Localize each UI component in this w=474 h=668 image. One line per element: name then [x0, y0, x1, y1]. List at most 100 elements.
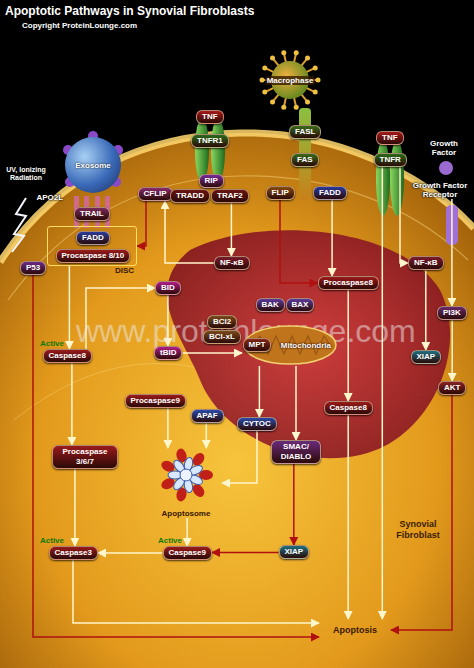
protein-pill: BAX	[286, 298, 315, 312]
protein-pill: FAS	[291, 153, 319, 167]
node-label: PI3K	[443, 308, 461, 318]
node-label: Apoptosis	[333, 625, 377, 635]
node-label: RIP	[205, 176, 218, 186]
node-label: NF-κB	[414, 258, 438, 268]
node-label: Macrophase	[265, 76, 316, 85]
tnfr1-receptor	[195, 118, 209, 182]
node-label: APO2L	[37, 193, 64, 202]
state-label: Active	[158, 536, 182, 545]
protein-pill: MPT	[243, 338, 272, 352]
node-label: Caspase8	[49, 351, 86, 361]
node-label: TNF	[202, 112, 218, 122]
node-label: Exosome	[75, 161, 111, 170]
protein-pill: TNF	[376, 131, 404, 145]
macrophage-spike-tip	[313, 65, 318, 70]
pathway-arrow	[451, 199, 453, 306]
node-label: XIAP	[285, 547, 304, 557]
macrophage-spike-tip	[262, 65, 267, 70]
protein-pill: Procaspase8	[318, 276, 379, 290]
protein-pill: Caspase3	[49, 546, 98, 560]
node-label: TRAIL	[80, 209, 104, 219]
protein-pill: FADD	[313, 186, 347, 200]
growth-factor-blob	[439, 161, 453, 175]
protein-pill: SMAC/ DIABLO	[271, 440, 321, 464]
node-label: AKT	[444, 383, 460, 393]
pathway-arrow	[167, 408, 169, 448]
pathway-arrow	[347, 415, 349, 619]
macrophage-spike-tip	[281, 50, 286, 55]
outcome-tag: Apoptosis	[319, 619, 391, 641]
protein-pill: TRAF2	[211, 189, 249, 203]
macrophage-cell: Macrophase	[251, 49, 329, 111]
pathway-arrow	[425, 270, 427, 350]
apoptosome-core	[180, 469, 192, 481]
copyright-note: Copyright ProteinLounge.com	[22, 21, 137, 30]
radiation-bolt	[12, 198, 26, 252]
protein-pill: APAF	[191, 409, 224, 423]
protein-pill: FADD	[76, 231, 110, 245]
pathway-arrow	[222, 431, 257, 483]
exosome-sphere: Exosome	[65, 137, 121, 193]
protein-pill: PI3K	[437, 306, 467, 320]
node-label: XIAP	[417, 352, 436, 362]
protein-pill: FASL	[289, 125, 321, 139]
protein-pill: BCl2	[207, 315, 237, 329]
node-label: Mitochondria	[281, 341, 331, 350]
pathway-arrow	[165, 201, 214, 263]
protein-pill: TRAIL	[74, 207, 110, 221]
protein-pill: AKT	[438, 381, 466, 395]
node-label: Procaspase8	[324, 278, 373, 288]
protein-pill: Caspase9	[163, 546, 212, 560]
protein-pill: Procaspase 3/6/7	[52, 445, 118, 469]
pathway-arrow	[74, 469, 76, 546]
tnfr-receptor	[390, 140, 404, 216]
node-label: TNFR	[380, 155, 401, 165]
node-label: Caspase9	[169, 548, 206, 558]
complex-heading: DISC	[115, 266, 134, 275]
node-label: APAF	[197, 411, 218, 421]
node-label: BAX	[292, 300, 309, 310]
cell-label: Synovial Fibroblast	[390, 519, 446, 541]
pathway-arrow	[400, 167, 408, 263]
node-label: Growth Factor	[418, 139, 470, 157]
diagram-title: Apoptotic Pathways in Synovial Fibroblas…	[5, 4, 254, 18]
protein-pill: tBID	[154, 346, 182, 360]
node-label: BAK	[262, 300, 279, 310]
node-label: CFLIP	[144, 189, 167, 199]
mitochondrion-outer	[244, 326, 336, 364]
pathway-arrow	[98, 552, 163, 554]
pathway-arrow	[231, 203, 233, 256]
node-label: TRAF2	[217, 191, 243, 201]
macrophage-spike-tip	[262, 90, 267, 95]
pathway-arrow	[391, 395, 452, 630]
pathway-arrow	[206, 423, 208, 448]
protein-pill: Caspase8	[43, 349, 92, 363]
pathway-arrow	[259, 366, 261, 417]
node-label: BCl2	[213, 317, 231, 327]
node-label: FAS	[297, 155, 313, 165]
molecule-tag: Growth Factor	[418, 139, 470, 157]
pathway-arrow	[186, 518, 188, 546]
protein-pill: Procaspase 8/10	[56, 249, 131, 263]
pathway-arrow	[183, 352, 243, 354]
macrophage-spike-tip	[281, 105, 286, 110]
node-label: SMAC/ DIABLO	[277, 442, 315, 462]
macrophage-spike-tip	[270, 56, 275, 61]
protein-pill: NF-κB	[408, 256, 444, 270]
apoptosome-art	[150, 448, 222, 504]
macrophage-spike-tip	[260, 78, 265, 83]
molecule-tag: APO2L	[37, 193, 64, 202]
macrophage-spike-tip	[313, 90, 318, 95]
pathway-arrow	[73, 560, 319, 623]
node-label: BID	[161, 283, 175, 293]
protein-pill: RIP	[199, 174, 224, 188]
node-label: Procaspase 8/10	[62, 251, 125, 261]
molecule-tag: Growth Factor Receptor	[412, 181, 468, 199]
node-label: Growth Factor Receptor	[412, 181, 468, 199]
node-label: FADD	[319, 188, 341, 198]
protein-pill: FLIP	[266, 186, 295, 200]
pathway-arrow	[71, 363, 73, 445]
protein-pill: Procaspase9	[125, 394, 186, 408]
node-label: TNF	[382, 133, 398, 143]
pathway-arrow	[331, 200, 333, 276]
